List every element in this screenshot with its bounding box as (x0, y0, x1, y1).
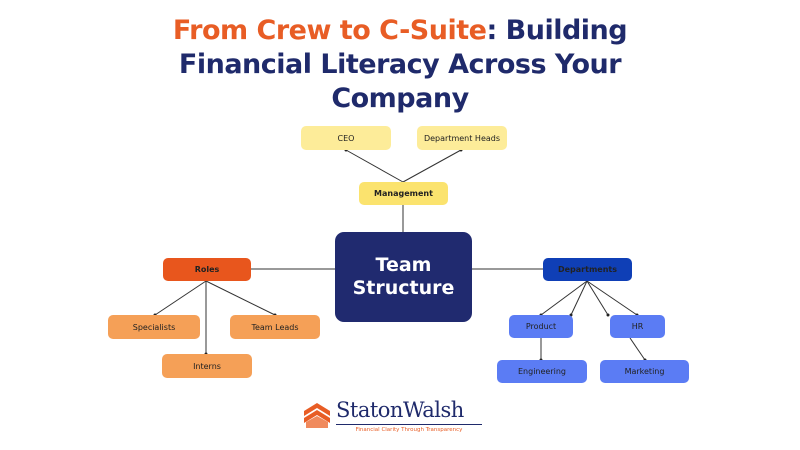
connector-management-department-heads (402, 148, 463, 183)
connector-management-ceo (344, 148, 404, 183)
title-line-3: Company (331, 83, 469, 114)
house-chevron-icon (304, 403, 330, 428)
connector-departments-hr (586, 280, 610, 317)
node-specialists: Specialists (108, 315, 200, 339)
connector-departments-product (539, 280, 588, 317)
connector-roles-team-leads (205, 280, 277, 317)
brand-name: StatonWalsh (336, 398, 464, 422)
connector-departments-hr-2 (586, 280, 639, 317)
node-team-leads: Team Leads (230, 315, 320, 339)
title-line-1-rest: : Building (486, 15, 628, 46)
page-title: From Crew to C-Suite: Building Financial… (0, 14, 800, 116)
node-marketing: Marketing (600, 360, 689, 383)
connector-hr-marketing (629, 337, 647, 362)
node-product: Product (509, 315, 573, 338)
node-interns: Interns (162, 354, 252, 378)
node-team-structure: Team Structure (335, 232, 472, 322)
node-engineering: Engineering (497, 360, 587, 383)
connector-departments-product-2 (569, 280, 588, 317)
node-management: Management (359, 182, 448, 205)
node-hr: HR (610, 315, 665, 338)
node-departments: Departments (543, 258, 632, 281)
center-label-line-2: Structure (352, 277, 455, 299)
node-ceo: CEO (301, 126, 391, 150)
node-department-heads: Department Heads (417, 126, 507, 150)
brand-tagline: Financial Clarity Through Transparency (336, 424, 482, 433)
title-line-2: Financial Literacy Across Your (178, 49, 622, 80)
connector-roles-specialists (153, 280, 207, 317)
center-label-line-1: Team (375, 254, 432, 276)
title-line-1: From Crew to C-Suite: Building (0, 14, 800, 48)
title-accent: From Crew to C-Suite (172, 15, 487, 46)
node-roles: Roles (163, 258, 251, 281)
